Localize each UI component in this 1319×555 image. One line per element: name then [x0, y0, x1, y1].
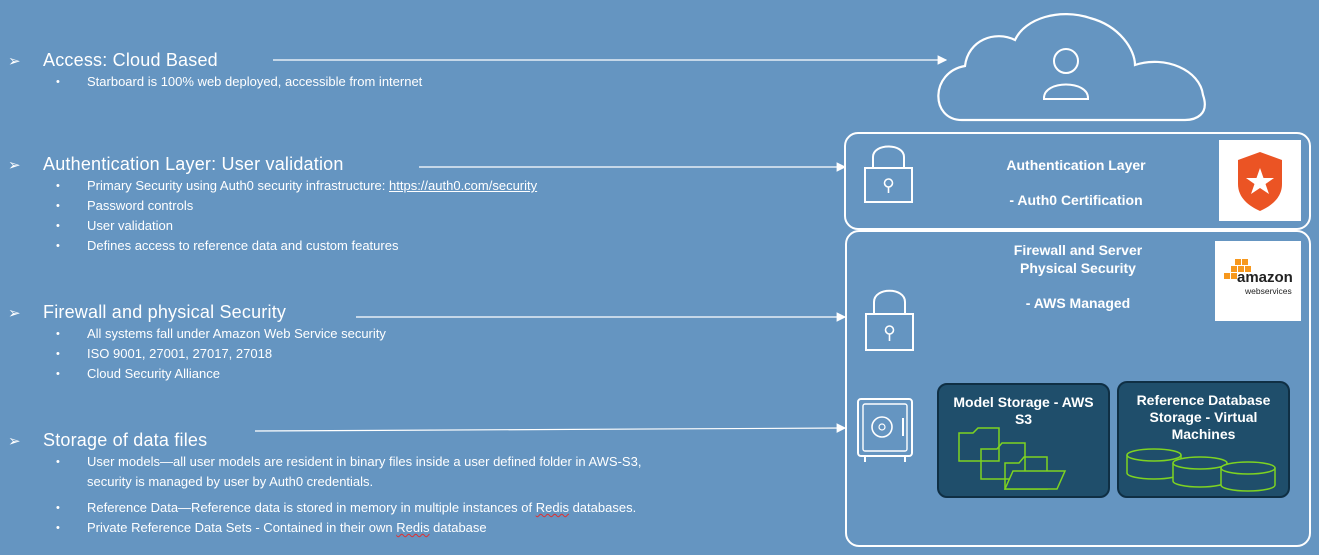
section-title: Access: Cloud Based: [43, 50, 218, 70]
list-item-text: database: [429, 520, 487, 535]
auth0-shield-icon: [1238, 152, 1282, 211]
bullet-arrow-icon: ➢: [8, 432, 21, 450]
aws-logo-sub: webservices: [1245, 286, 1292, 296]
list-item-text: Reference Data—Reference data is stored …: [87, 500, 536, 515]
auth0-logo: [1219, 140, 1301, 221]
bullet-arrow-icon: ➢: [8, 304, 21, 322]
aws-panel-title-line2: Physical Security: [1020, 260, 1136, 276]
reference-db-title-line2: Storage - Virtual: [1149, 409, 1258, 425]
padlock-icon: [865, 289, 914, 351]
reference-db-title-line1: Reference Database: [1136, 392, 1271, 408]
model-storage-panel: Model Storage - AWS S3: [937, 383, 1110, 498]
list-item: Primary Security using Auth0 security in…: [56, 176, 537, 196]
bullet-arrow-icon: ➢: [8, 52, 21, 70]
auth-layer-title: Authentication Layer: [1006, 157, 1146, 173]
list-item-text: databases.: [568, 500, 637, 515]
reference-db-title-line3: Machines: [1171, 426, 1236, 442]
redis-word: Redis: [535, 500, 569, 515]
reference-db-storage-panel: Reference Database Storage - Virtual Mac…: [1117, 381, 1290, 498]
bullet-arrow-icon: ➢: [8, 156, 21, 174]
aws-panel-subtitle: - AWS Managed: [1025, 295, 1131, 311]
folders-icon: [958, 427, 1067, 490]
aws-cubes-icon: [1224, 259, 1251, 279]
safe-icon: [857, 398, 913, 462]
list-item: ISO 9001, 27001, 27017, 27018: [56, 344, 386, 364]
list-item: Password controls: [56, 196, 537, 216]
model-storage-title-line2: S3: [1014, 411, 1033, 427]
aws-logo: amazon webservices: [1215, 241, 1301, 321]
model-storage-title-line1: Model Storage - AWS: [953, 394, 1094, 410]
list-item: Reference Data—Reference data is stored …: [56, 498, 641, 518]
list-item: User validation: [56, 216, 537, 236]
list-item-text: Primary Security using Auth0 security in…: [87, 178, 390, 193]
aws-security-panel: Firewall and Server Physical Security - …: [845, 230, 1311, 547]
list-item: All systems fall under Amazon Web Servic…: [56, 324, 386, 344]
bullet-list: All systems fall under Amazon Web Servic…: [56, 324, 386, 384]
auth0-security-link[interactable]: https://auth0.com/security: [389, 178, 538, 193]
list-item: Private Reference Data Sets - Contained …: [56, 518, 641, 538]
list-item: Starboard is 100% web deployed, accessib…: [56, 72, 422, 92]
auth-layer-panel: Authentication Layer - Auth0 Certificati…: [844, 132, 1311, 230]
bullet-list: Primary Security using Auth0 security in…: [56, 176, 537, 256]
list-item: Cloud Security Alliance: [56, 364, 386, 384]
list-item-text: User models—all user models are resident…: [87, 454, 642, 469]
list-item-text: Private Reference Data Sets - Contained …: [87, 520, 397, 535]
aws-logo-word: amazon: [1237, 269, 1293, 286]
bullet-list: User models—all user models are resident…: [56, 452, 641, 538]
section-title: Firewall and physical Security: [43, 302, 287, 322]
auth-layer-subtitle: - Auth0 Certification: [1009, 192, 1143, 208]
list-item: User models—all user models are resident…: [56, 452, 641, 492]
section-title: Storage of data files: [43, 430, 208, 450]
redis-word: Redis: [396, 520, 430, 535]
aws-panel-title-line1: Firewall and Server: [1013, 242, 1143, 258]
section-title: Authentication Layer: User validation: [43, 154, 344, 174]
list-item: Defines access to reference data and cus…: [56, 236, 537, 256]
list-item-text: security is managed by user by Auth0 cre…: [87, 474, 374, 489]
bullet-list: Starboard is 100% web deployed, accessib…: [56, 72, 422, 92]
database-icon: [1126, 448, 1276, 492]
arrow-storage: [254, 423, 847, 433]
padlock-icon: [864, 145, 913, 203]
